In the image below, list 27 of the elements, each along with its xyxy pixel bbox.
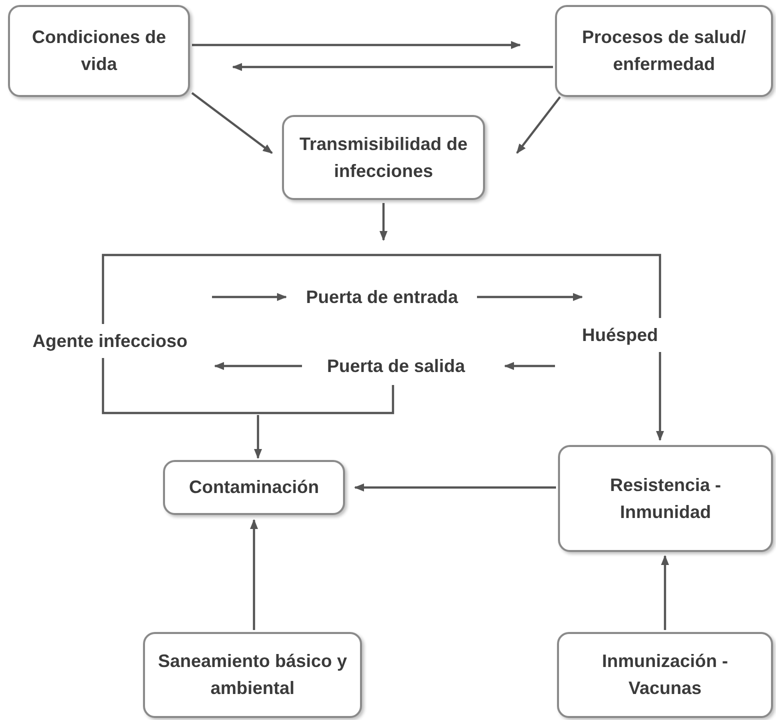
node-label: Huésped: [584, 322, 656, 348]
process-box: Procesos de salud/ enfermedad: [555, 5, 773, 97]
connector-line: [102, 358, 394, 414]
arrow: [192, 41, 521, 49]
arrow: [477, 293, 583, 301]
node-label: Puerta de entrada: [292, 284, 472, 310]
arrow: [504, 362, 555, 370]
connector-line: [102, 254, 662, 324]
process-box: Contaminación: [163, 460, 345, 515]
process-box: Transmisibilidad de infecciones: [282, 115, 485, 200]
process-box: Saneamiento básico y ambiental: [143, 632, 362, 718]
arrow: [656, 352, 664, 441]
arrow: [354, 484, 556, 492]
node-label: Agente infeccioso: [12, 328, 208, 354]
arrow: [380, 203, 388, 241]
node-label: Puerta de salida: [308, 353, 484, 379]
arrow: [516, 96, 561, 154]
process-box: Condiciones de vida: [8, 5, 190, 97]
arrow: [661, 555, 669, 630]
arrow: [212, 293, 287, 301]
arrow: [250, 519, 258, 630]
process-box: Inmunización - Vacunas: [557, 632, 773, 718]
arrow: [214, 362, 302, 370]
arrow: [254, 415, 262, 459]
arrow: [232, 63, 553, 71]
process-box: Resistencia - Inmunidad: [558, 445, 773, 552]
arrow: [191, 92, 273, 154]
